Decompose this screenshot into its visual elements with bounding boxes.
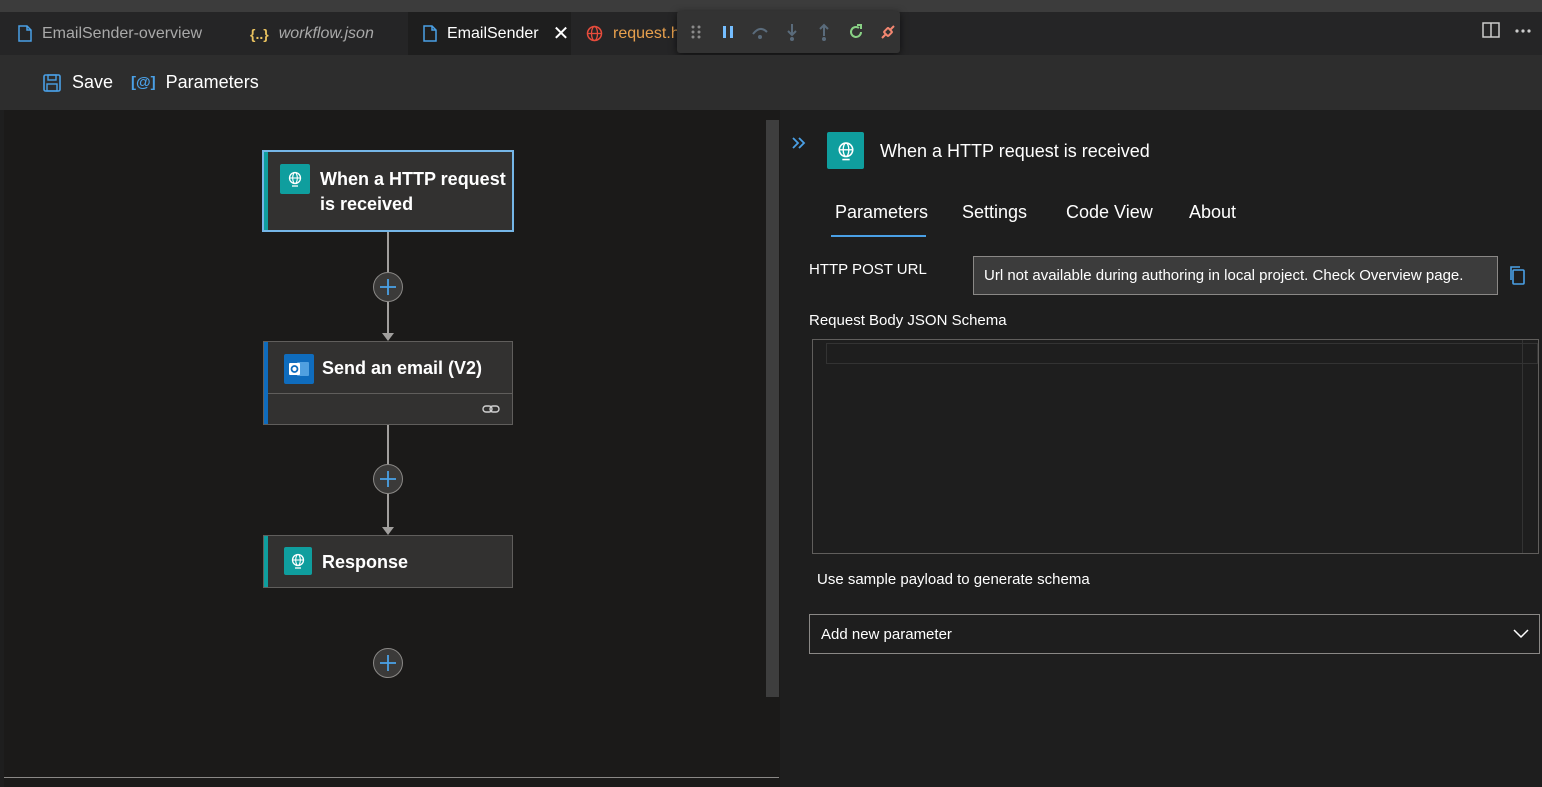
tab-settings[interactable]: Settings (962, 202, 1028, 222)
tab-emailsender[interactable]: EmailSender ✕ (408, 12, 571, 55)
restart-icon[interactable] (847, 23, 865, 41)
add-new-parameter-dropdown[interactable]: Add new parameter (809, 614, 1540, 654)
connector (387, 425, 389, 465)
tab-parameters[interactable]: Parameters (835, 202, 929, 222)
editor-scrollbar[interactable] (1522, 340, 1538, 553)
globe-icon (586, 25, 603, 42)
save-label: Save (72, 72, 114, 92)
pause-icon[interactable] (719, 23, 737, 41)
add-step-button[interactable] (373, 648, 403, 678)
parameters-label: Parameters (165, 72, 259, 92)
panel-title[interactable]: When a HTTP request is received (880, 141, 1150, 161)
tab-code-view[interactable]: Code View (1066, 202, 1153, 222)
connector (387, 494, 389, 528)
save-icon (42, 73, 62, 93)
schema-editor[interactable] (812, 339, 1539, 554)
step-into-icon[interactable] (783, 23, 801, 41)
parameters-icon: [@] (131, 74, 156, 91)
http-request-icon (827, 132, 864, 169)
tab-about[interactable]: About (1189, 202, 1237, 222)
copy-url-icon[interactable] (1508, 265, 1526, 290)
connection-link-icon[interactable] (482, 402, 500, 420)
card-accent (264, 152, 268, 230)
send-email-card[interactable]: Send an email (V2) (263, 341, 513, 425)
editor-actions (1482, 22, 1532, 43)
tab-request-http[interactable]: request.h (571, 12, 681, 55)
save-button[interactable]: Save (42, 72, 113, 93)
http-post-url-label: HTTP POST URL (809, 261, 927, 278)
split-editor-icon[interactable] (1482, 22, 1500, 43)
step-over-icon[interactable] (751, 23, 769, 41)
active-tab-indicator (831, 235, 926, 237)
details-panel: When a HTTP request is received Paramete… (780, 120, 1542, 787)
editor-current-line (826, 343, 1538, 364)
connector (387, 232, 389, 274)
outlook-icon (284, 354, 314, 384)
panel-divider-scrollbar[interactable] (766, 120, 779, 697)
title-bar-strip (0, 0, 1542, 12)
tab-workflow-json[interactable]: {..} workflow.json (235, 12, 408, 55)
card-accent (264, 342, 268, 424)
file-icon (18, 25, 32, 42)
file-icon (423, 25, 437, 42)
step-out-icon[interactable] (815, 23, 833, 41)
close-icon[interactable]: ✕ (552, 22, 570, 45)
canvas-divider (4, 777, 779, 778)
http-request-icon (280, 164, 310, 194)
designer-toolbar: Save [@] Parameters (0, 55, 1542, 110)
trigger-title: When a HTTP request is received (320, 169, 506, 214)
insert-step-button[interactable] (373, 272, 403, 302)
trigger-card[interactable]: When a HTTP request is received (262, 150, 514, 232)
arrow-down-icon (382, 527, 394, 535)
tab-label: workflow.json (278, 24, 374, 42)
insert-step-button[interactable] (373, 464, 403, 494)
http-post-url-field[interactable]: Url not available during authoring in lo… (973, 256, 1498, 295)
tab-label: EmailSender-overview (42, 24, 203, 42)
sample-payload-link[interactable]: Use sample payload to generate schema (817, 571, 1090, 588)
json-braces-icon: {..} (250, 25, 269, 42)
tab-emailsender-overview[interactable]: EmailSender-overview (0, 12, 235, 55)
debug-toolbar (677, 11, 900, 53)
chevron-down-icon (1513, 626, 1529, 643)
tab-label: EmailSender (447, 24, 539, 42)
connector (387, 302, 389, 334)
plus-icon (380, 471, 396, 487)
card-accent (264, 536, 268, 587)
response-icon (284, 547, 312, 575)
response-title: Response (322, 552, 409, 572)
schema-label: Request Body JSON Schema (809, 312, 1007, 329)
dropdown-placeholder: Add new parameter (821, 625, 952, 643)
send-email-title: Send an email (V2) (322, 358, 483, 378)
card-divider (268, 393, 512, 394)
url-value: Url not available during authoring in lo… (984, 267, 1464, 284)
drag-handle-icon[interactable] (687, 23, 705, 41)
tab-label: request.h (613, 24, 680, 42)
collapse-panel-icon[interactable] (791, 136, 807, 155)
plus-icon (380, 279, 396, 295)
parameters-button[interactable]: [@] Parameters (131, 72, 259, 93)
plus-icon (380, 655, 396, 671)
more-actions-icon[interactable] (1514, 22, 1532, 43)
arrow-down-icon (382, 333, 394, 341)
response-card[interactable]: Response (263, 535, 513, 588)
disconnect-icon[interactable] (879, 23, 897, 41)
